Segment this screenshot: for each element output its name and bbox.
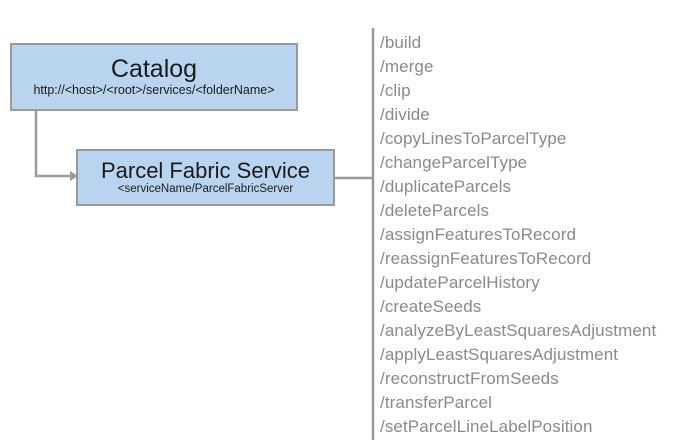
operations-list: /build/merge/clip/divide/copyLinesToParc… — [380, 31, 686, 439]
node-service-title: Parcel Fabric Service — [100, 158, 311, 184]
operation-item[interactable]: /changeParcelType — [380, 153, 528, 172]
operation-item[interactable]: /updateParcelHistory — [380, 273, 540, 292]
operation-item[interactable]: /divide — [380, 105, 430, 124]
operation-item[interactable]: /copyLinesToParcelType — [380, 129, 567, 148]
node-catalog-title: Catalog — [110, 55, 198, 83]
operation-item[interactable]: /createSeeds — [380, 297, 482, 316]
node-catalog-url: http://<host>/<root>/services/<folderNam… — [33, 83, 275, 98]
operation-item[interactable]: /duplicateParcels — [380, 177, 512, 196]
node-catalog[interactable]: Catalog http://<host>/<root>/services/<f… — [10, 43, 298, 111]
node-service-path: <serviceName/ParcelFabricServer — [117, 183, 294, 196]
operation-item[interactable]: /clip — [380, 81, 411, 100]
operation-item[interactable]: /merge — [380, 57, 434, 76]
operation-item[interactable]: /setParcelLineLabelPosition — [380, 417, 593, 436]
operation-item[interactable]: /reassignFeaturesToRecord — [380, 249, 592, 268]
node-parcel-fabric-service[interactable]: Parcel Fabric Service <serviceName/Parce… — [76, 149, 335, 206]
operation-item[interactable]: /reconstructFromSeeds — [380, 369, 559, 388]
operation-item[interactable]: /applyLeastSquaresAdjustment — [380, 345, 619, 364]
operation-item[interactable]: /build — [380, 33, 422, 52]
operation-item[interactable]: /transferParcel — [380, 393, 493, 412]
operation-item[interactable]: /deleteParcels — [380, 201, 490, 220]
operation-item[interactable]: /assignFeaturesToRecord — [380, 225, 577, 244]
connector-catalog-to-service — [34, 111, 70, 178]
operation-item[interactable]: /analyzeByLeastSquaresAdjustment — [380, 321, 657, 340]
